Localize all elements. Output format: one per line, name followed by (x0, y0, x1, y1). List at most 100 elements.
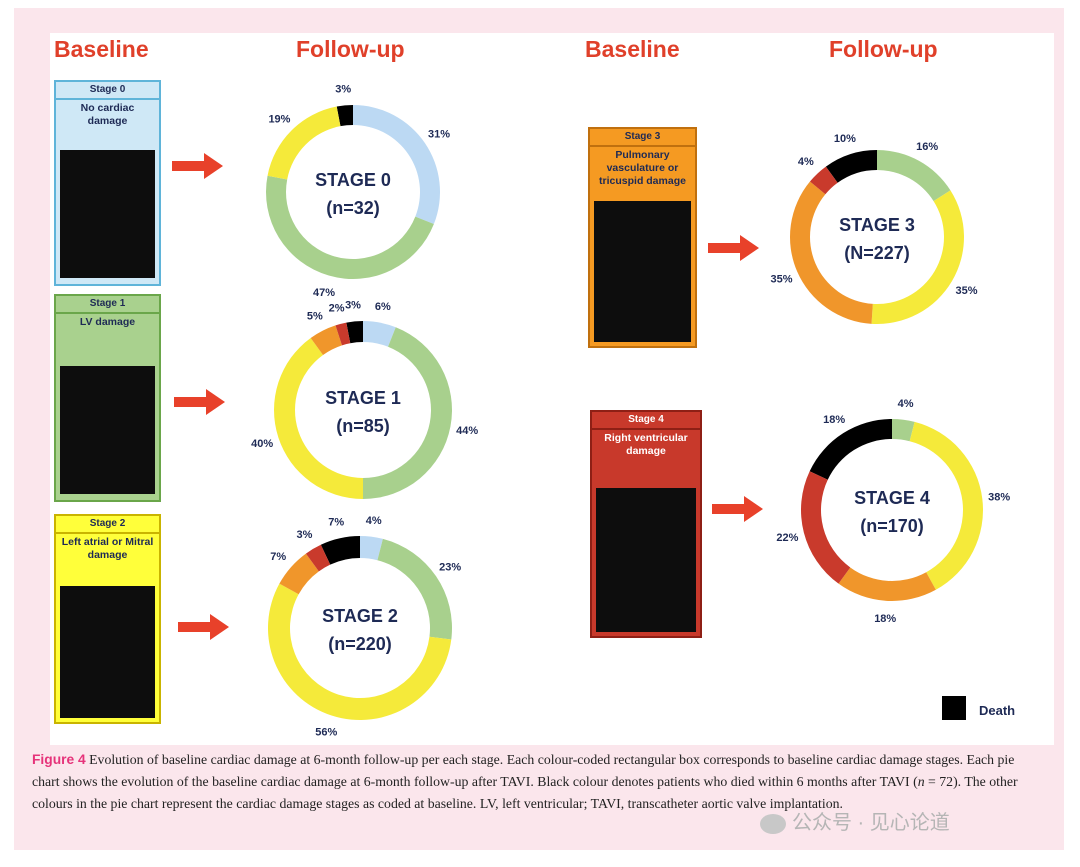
donut-slice-stage-1 (892, 419, 915, 442)
echo-image (60, 150, 155, 278)
donut-slice-label: 35% (771, 273, 793, 285)
donut-slice-label: 38% (988, 491, 1010, 503)
donut-slice-label: 19% (268, 113, 290, 125)
stage-box-desc: Right ventricular damage (604, 432, 688, 457)
arrow-right-icon (712, 496, 763, 522)
donut-center-subtitle: (n=85) (336, 416, 390, 436)
donut-slice-label: 6% (375, 301, 391, 313)
legend-death-swatch (942, 696, 966, 720)
donut-slice-stage-4 (809, 166, 838, 195)
watermark-text: 公众号 · 见心论道 (792, 812, 950, 834)
echo-image (594, 201, 691, 342)
stage-2-box: Stage 2 Left atrial or Mitral damage (54, 514, 161, 724)
donut-slice-label: 3% (335, 83, 351, 95)
donut-slice-label: 4% (898, 398, 914, 410)
donut-slice-label: 56% (315, 727, 337, 739)
donut-chart-stage-0: 3% 31% 47% 19% STAGE 0 (n=32) (266, 83, 450, 299)
watermark: 公众号 · 见心论道 (760, 806, 950, 835)
figure-caption: Figure 4 Evolution of baseline cardiac d… (32, 749, 1042, 815)
legend-death-label: Death (979, 703, 1016, 718)
stage-box-title: Stage 0 (56, 82, 159, 100)
donut-slice-label: 3% (297, 529, 313, 541)
stage-3-box: Stage 3 Pulmonary vasculature or tricusp… (588, 127, 697, 348)
donut-slice-stage-4 (801, 471, 851, 584)
donut-slice-death (809, 419, 892, 480)
donut-slice-label: 47% (313, 287, 335, 299)
arrow-right-icon (708, 235, 759, 261)
echo-image (60, 586, 155, 718)
donut-slice-stage-1 (266, 175, 434, 279)
donut-slice-stage-2 (268, 583, 452, 720)
stage-box-desc: Left atrial or Mitral damage (61, 536, 154, 561)
donut-slice-label: 10% (834, 133, 856, 145)
donut-chart-stage-3: 10% 16% 35% 35% 4% STAGE 3 (N=227) (771, 133, 978, 324)
stage-4-box: Stage 4 Right ventricular damage (590, 410, 702, 638)
donut-slice-label: 7% (270, 551, 286, 563)
donut-slice-label: 35% (956, 285, 978, 297)
followup-header-left: Follow-up (296, 36, 405, 62)
baseline-header-right: Baseline (585, 36, 680, 62)
donut-center-title: STAGE 0 (315, 170, 391, 190)
stage-box-desc: Pulmonary vasculature or tricuspid damag… (599, 149, 686, 187)
donut-slice-stage-2 (267, 106, 341, 180)
donut-center-title: STAGE 1 (325, 388, 401, 408)
donut-slice-stage-4 (305, 544, 331, 572)
stage-box-desc: No cardiac damage (80, 102, 135, 127)
echo-image (60, 366, 155, 494)
donut-slice-label: 16% (916, 141, 938, 153)
donut-slice-label: 40% (251, 438, 273, 450)
donut-center-subtitle: (N=227) (844, 243, 910, 263)
echo-image (596, 488, 696, 632)
caption-n-symbol: n (917, 774, 925, 789)
donut-slice-stage-2 (274, 337, 363, 499)
stage-box-title: Stage 4 (592, 412, 700, 430)
donut-slice-label: 18% (823, 414, 845, 426)
donut-slice-stage-2 (909, 421, 983, 590)
donut-center-title: STAGE 4 (854, 488, 930, 508)
stage-1-box: Stage 1 LV damage (54, 294, 161, 502)
donut-slice-death (320, 536, 360, 565)
donut-slice-stage-3 (790, 181, 873, 324)
donut-slice-stage-2 (871, 190, 964, 324)
donut-slice-stage-0 (353, 105, 440, 225)
donut-center-subtitle: (n=220) (328, 634, 392, 654)
donut-slice-stage-1 (377, 538, 452, 640)
caption-text-b: = 72). The other colours in the pie char… (32, 774, 1018, 811)
donut-slice-stage-0 (360, 536, 383, 561)
donut-slice-label: 2% (329, 302, 345, 314)
stage-0-box: Stage 0 No cardiac damage (54, 80, 161, 286)
donut-slice-label: 31% (428, 129, 450, 141)
wechat-icon (760, 813, 786, 834)
arrow-right-icon (172, 153, 223, 179)
donut-slice-stage-3 (310, 325, 342, 355)
stage-box-desc: LV damage (79, 316, 136, 328)
caption-text-a: Evolution of baseline cardiac damage at … (32, 752, 1015, 789)
donut-chart-stage-2: 7%4%23%56%7%3%STAGE 2(n=220) (268, 515, 461, 739)
stage-box-title: Stage 3 (590, 129, 695, 147)
baseline-header-left: Baseline (54, 36, 149, 62)
donut-slice-stage-3 (279, 553, 319, 595)
donut-slice-stage-4 (335, 322, 351, 346)
donut-slice-stage-1 (363, 327, 452, 499)
donut-center-title: STAGE 3 (839, 215, 915, 235)
followup-header-right: Follow-up (829, 36, 938, 62)
donut-slice-label: 44% (456, 425, 478, 437)
stage-box-title: Stage 1 (56, 296, 159, 314)
donut-slice-label: 22% (776, 532, 798, 544)
donut-slice-death (336, 105, 353, 127)
donut-center-subtitle: (n=32) (326, 198, 380, 218)
donut-slice-label: 4% (798, 156, 814, 168)
donut-slice-label: 4% (366, 515, 382, 527)
donut-center-title: STAGE 2 (322, 606, 398, 626)
donut-slice-label: 18% (874, 613, 896, 625)
donut-slice-stage-3 (838, 567, 936, 601)
donut-slice-label: 5% (307, 311, 323, 323)
donut-center-subtitle: (n=170) (860, 516, 924, 536)
arrow-right-icon (178, 614, 229, 640)
donut-slice-label: 3% (345, 299, 361, 311)
donut-slice-death (346, 321, 363, 344)
stage-box-title: Stage 2 (56, 516, 159, 534)
donut-slice-stage-1 (877, 150, 951, 202)
donut-slice-death (825, 150, 877, 183)
donut-slice-label: 23% (439, 562, 461, 574)
